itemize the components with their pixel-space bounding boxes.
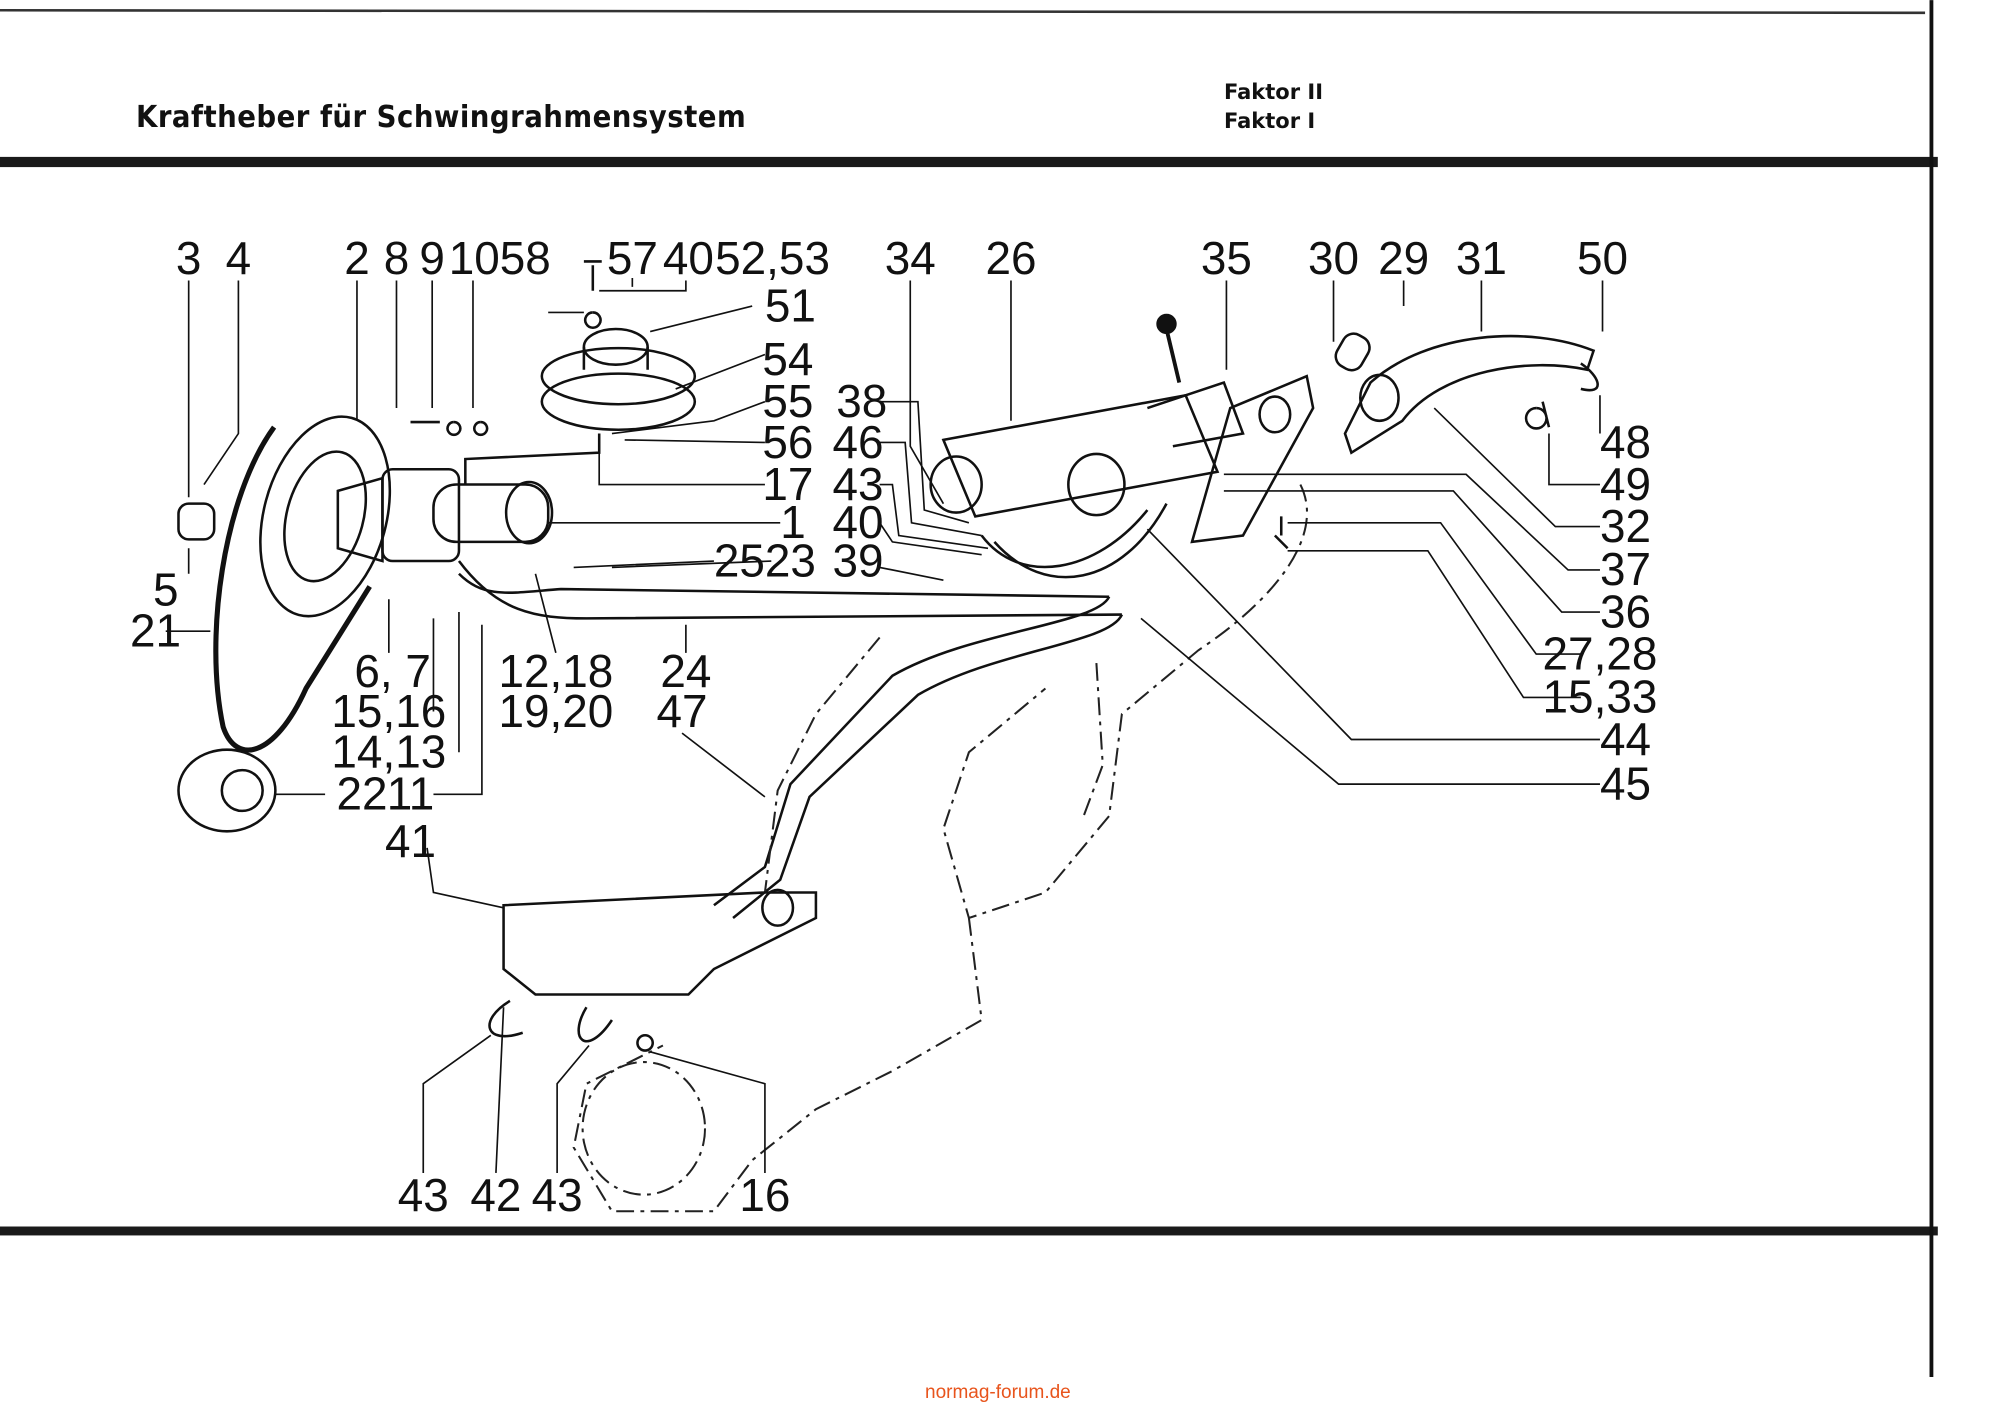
pin-30 [1334, 332, 1371, 372]
label-38: 38 [836, 375, 887, 427]
bushing-3 [177, 502, 216, 541]
label-44: 44 [1600, 713, 1651, 765]
small-pulley-22 [177, 748, 277, 833]
pipe-17 [464, 433, 601, 485]
label-48: 48 [1600, 416, 1651, 468]
frame-41 [502, 891, 818, 996]
label-10: 10 [449, 232, 500, 284]
lift-arm-31 [1343, 334, 1596, 455]
label-12-18: 12,18 [498, 645, 613, 697]
pump-housing-1 [381, 467, 461, 563]
label-2: 2 [344, 232, 370, 284]
label-52-53: 52,53 [715, 232, 830, 284]
label-19-20: 19,20 [498, 685, 613, 737]
label-57: 57 [607, 232, 658, 284]
label-41: 41 [385, 815, 436, 867]
label-50: 50 [1577, 232, 1628, 284]
label-3: 3 [176, 232, 202, 284]
label-15-33: 15,33 [1543, 671, 1658, 723]
label-5: 5 [153, 564, 179, 616]
label-40b: 40 [832, 496, 883, 548]
label-6-7: 6, 7 [354, 645, 431, 697]
label-1: 1 [780, 496, 806, 548]
tractor-outline [572, 484, 1308, 1213]
label-54: 54 [762, 333, 813, 385]
label-37: 37 [1600, 543, 1651, 595]
label-16: 16 [739, 1169, 790, 1221]
label-43: 43 [832, 458, 883, 510]
label-17: 17 [762, 458, 813, 510]
label-22: 22 [337, 768, 388, 820]
label-40: 40 [663, 232, 714, 284]
part-number-labels: 3 4 2 8 9 10 58 57 40 52,53 34 26 35 30 … [130, 232, 1657, 1221]
label-35: 35 [1201, 232, 1252, 284]
label-42: 42 [470, 1169, 521, 1221]
watermark: normag-forum.de [925, 1382, 1071, 1403]
label-8: 8 [384, 232, 410, 284]
label-45: 45 [1600, 757, 1651, 809]
label-11: 11 [387, 768, 435, 820]
label-47: 47 [657, 685, 708, 737]
label-51: 51 [765, 279, 816, 331]
label-34: 34 [885, 232, 936, 284]
label-21: 21 [130, 604, 181, 656]
label-4: 4 [226, 232, 252, 284]
bracket [1190, 374, 1315, 544]
label-58: 58 [500, 232, 551, 284]
label-55: 55 [762, 375, 813, 427]
model-label-faktor-2: Faktor II [1224, 80, 1324, 104]
pulley-2 [259, 415, 392, 618]
machine-parts [177, 260, 1599, 919]
label-29: 29 [1378, 232, 1429, 284]
valve-unit-51 [540, 346, 697, 406]
shaft [336, 476, 384, 563]
lower-parts [488, 888, 818, 1052]
label-49: 49 [1600, 458, 1651, 510]
page-title: Kraftheber für Schwingrahmensystem [136, 100, 747, 135]
footer-rule [0, 1226, 1938, 1236]
v-belt-21 [213, 425, 372, 753]
label-46: 46 [832, 416, 883, 468]
header-rule [0, 156, 1938, 168]
label-32: 32 [1600, 500, 1651, 552]
clip-48 [1580, 362, 1599, 392]
label-9: 9 [419, 232, 445, 284]
label-30: 30 [1308, 232, 1359, 284]
label-25: 25 [714, 534, 765, 586]
leader-lines [165, 278, 1604, 1174]
label-24: 24 [660, 645, 711, 697]
label-15-16: 15,16 [331, 685, 446, 737]
label-31: 31 [1456, 232, 1507, 284]
label-43-bottom-right: 43 [532, 1169, 583, 1221]
label-23: 23 [765, 534, 816, 586]
label-56: 56 [762, 416, 813, 468]
label-14-13: 14,13 [331, 726, 446, 778]
label-39: 39 [832, 534, 883, 586]
label-27-28: 27,28 [1543, 627, 1658, 679]
cylinder-26 [941, 393, 1220, 518]
model-label-faktor-1: Faktor I [1224, 109, 1316, 133]
label-26: 26 [985, 232, 1036, 284]
label-36: 36 [1600, 585, 1651, 637]
label-43-bottom-left: 43 [398, 1169, 449, 1221]
top-edge-line [0, 9, 1926, 15]
